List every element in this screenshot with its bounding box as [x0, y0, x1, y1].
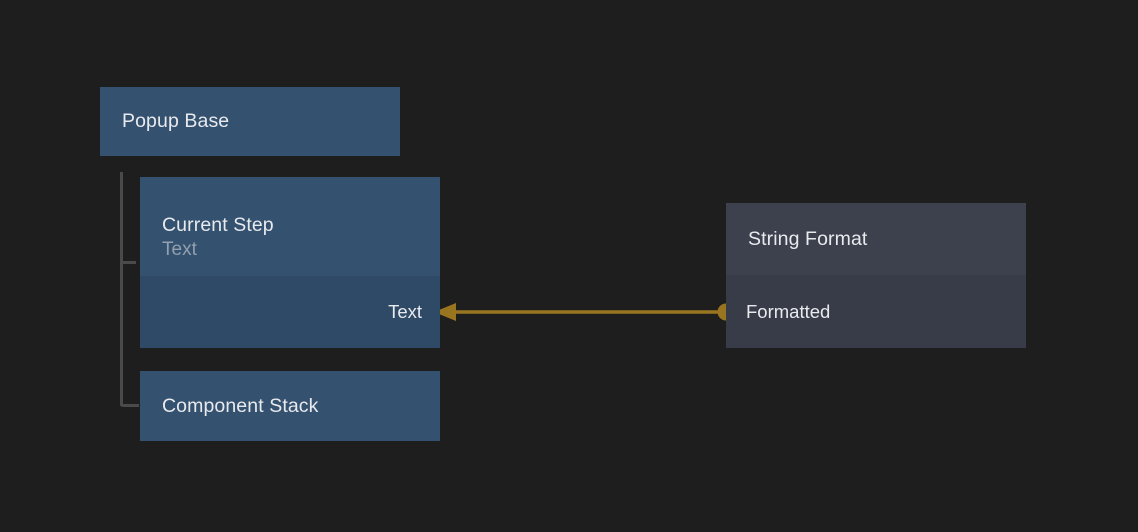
edge-formatted-to-text[interactable]	[434, 303, 735, 321]
input-port-text[interactable]: Text	[388, 301, 422, 322]
node-title: Component Stack	[162, 394, 319, 417]
node-popup-base[interactable]: Popup Base	[100, 87, 400, 156]
node-header[interactable]: Component Stack	[140, 371, 440, 441]
node-title: Current Step	[162, 214, 274, 236]
node-header[interactable]: Popup Base	[100, 87, 400, 156]
node-header[interactable]: Current Step Text	[140, 177, 440, 276]
node-header[interactable]: String Format	[726, 203, 1026, 275]
node-component-stack[interactable]: Component Stack	[140, 371, 440, 441]
output-port-formatted[interactable]: Formatted	[746, 300, 831, 322]
node-subtitle: Text	[162, 239, 197, 260]
node-current-step[interactable]: Current Step Text Text	[140, 177, 440, 348]
node-string-format[interactable]: String Format Formatted	[726, 203, 1026, 348]
node-body[interactable]: Text	[140, 276, 440, 348]
tree-connector-group	[120, 172, 139, 407]
node-title: Popup Base	[122, 110, 230, 132]
node-title: String Format	[748, 227, 868, 250]
node-body[interactable]: Formatted	[726, 275, 1026, 348]
